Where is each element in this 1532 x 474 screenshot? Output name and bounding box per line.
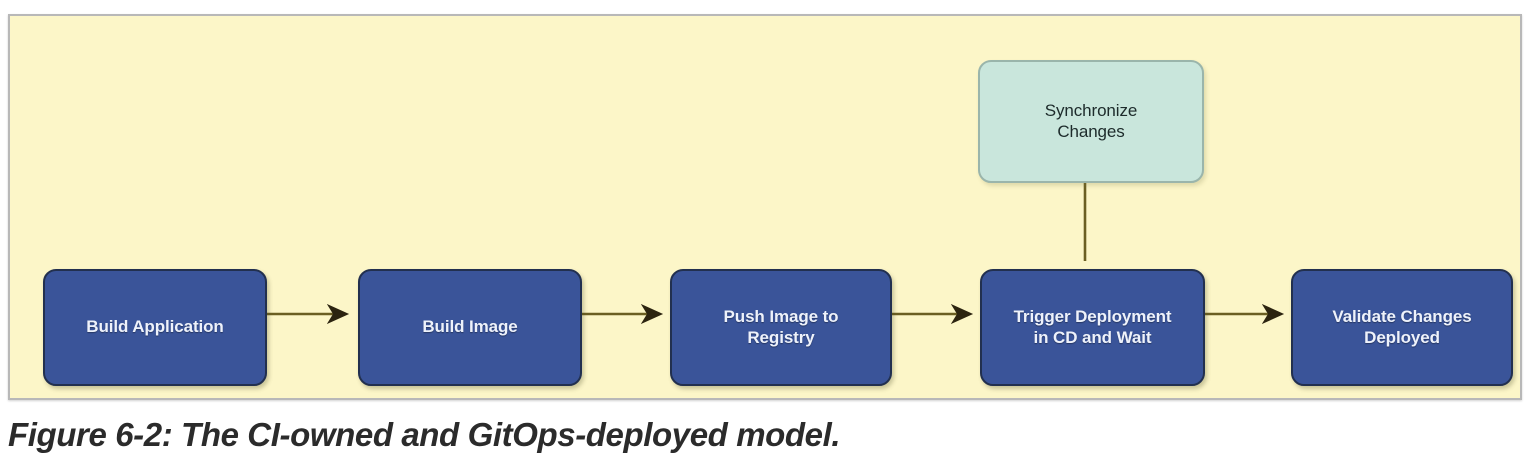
diagram-canvas: Synchronize Changes Build Application Bu… bbox=[10, 16, 1520, 398]
figure-caption: Figure 6-2: The CI-owned and GitOps-depl… bbox=[8, 416, 841, 453]
node-build-image[interactable]: Build Image bbox=[358, 269, 582, 386]
node-trigger-deployment-in-cd-and-wait[interactable]: Trigger Deployment in CD and Wait bbox=[980, 269, 1205, 386]
node-push-image-to-registry-label: Push Image to Registry bbox=[723, 306, 839, 347]
node-push-image-to-registry[interactable]: Push Image to Registry bbox=[670, 269, 892, 386]
node-build-application[interactable]: Build Application bbox=[43, 269, 267, 386]
node-synchronize-changes[interactable]: Synchronize Changes bbox=[978, 60, 1204, 183]
node-build-image-label: Build Image bbox=[422, 317, 518, 337]
node-trigger-deployment-in-cd-and-wait-label: Trigger Deployment in CD and Wait bbox=[1013, 306, 1172, 347]
node-synchronize-changes-label: Synchronize Changes bbox=[1044, 100, 1138, 141]
node-build-application-label: Build Application bbox=[86, 317, 224, 337]
node-validate-changes-deployed[interactable]: Validate Changes Deployed bbox=[1291, 269, 1513, 386]
node-validate-changes-deployed-label: Validate Changes Deployed bbox=[1332, 306, 1472, 347]
diagram-frame: Synchronize Changes Build Application Bu… bbox=[8, 14, 1522, 400]
